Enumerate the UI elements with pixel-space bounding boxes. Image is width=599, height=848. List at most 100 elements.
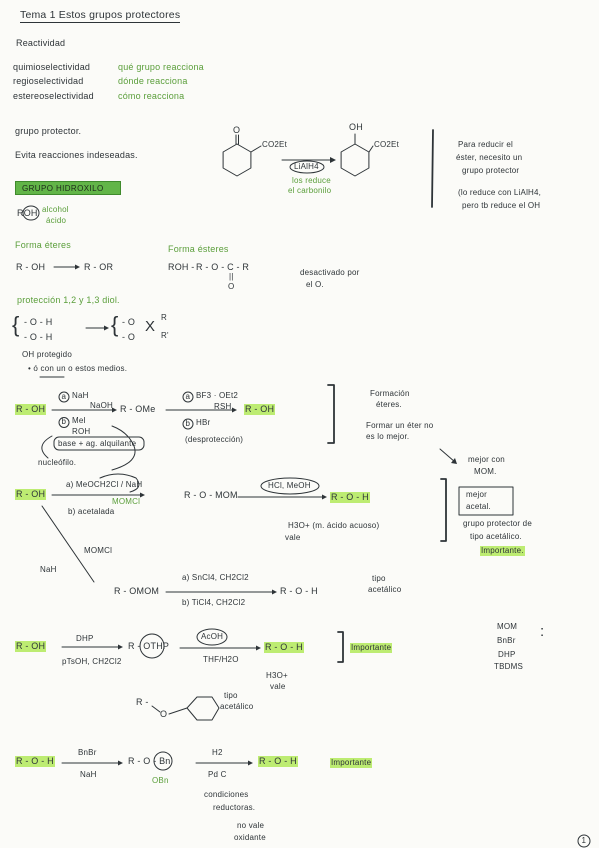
meaning-quimioselectividad: qué grupo reacciona bbox=[118, 62, 204, 72]
curved-arrow-nucleophile bbox=[41, 435, 53, 459]
arrow-head-thp-deprotection bbox=[256, 645, 261, 651]
mom-start: R - OH bbox=[15, 489, 47, 500]
mom-end: R - O - H bbox=[330, 492, 370, 503]
reagent-note-2: el carbonilo bbox=[288, 186, 332, 195]
thp-deprotect-2: THF/H2O bbox=[203, 655, 239, 664]
arrow-head-mom-alt bbox=[272, 589, 277, 595]
benzyl-catalyst: Pd C bbox=[208, 770, 227, 779]
reagent-label: LiAlH4 bbox=[294, 162, 319, 171]
diol-right-1: - O bbox=[122, 317, 136, 327]
methyl-product: R - OMe bbox=[120, 404, 156, 414]
arrow-head-diol bbox=[104, 325, 109, 331]
mom-alt-base: NaH bbox=[40, 565, 57, 574]
mom-alt-type-1: tipo bbox=[372, 574, 386, 583]
benzyl-note-2: reductoras. bbox=[213, 803, 256, 812]
side-note-line-5: pero tb reduce el OH bbox=[462, 201, 541, 210]
ethers-label: Forma éteres bbox=[15, 240, 71, 250]
ester-double-bond: || bbox=[229, 272, 234, 281]
thp-deprotect-1: AcOH bbox=[201, 632, 224, 641]
arrow-head-demethylation bbox=[232, 407, 237, 413]
mom-alt-cond-a: a) SnCl4, CH2Cl2 bbox=[182, 573, 249, 582]
page-number: 1 bbox=[581, 836, 587, 845]
side-note-divider bbox=[431, 129, 434, 208]
bracket-mom bbox=[440, 478, 447, 542]
mom-valid: vale bbox=[285, 533, 301, 542]
mom-alt-start: R - OMOM bbox=[114, 586, 160, 596]
thp-ring bbox=[186, 696, 220, 721]
benzyl-important: Importante bbox=[330, 758, 373, 768]
thp-product: R - OTHP bbox=[128, 641, 170, 651]
thp-end: R - O - H bbox=[264, 642, 304, 653]
thp-reagent: DHP bbox=[76, 634, 94, 643]
methyl-reagent-a2: NaOH bbox=[90, 401, 114, 410]
side-note-line-1: Para reducir el bbox=[458, 140, 514, 149]
hint-arrow-head bbox=[451, 458, 457, 464]
benzyl-h2: H2 bbox=[212, 748, 223, 757]
methyl-label-b: b bbox=[61, 417, 67, 426]
benzyl-end: R - O - H bbox=[258, 756, 298, 767]
arrow-head-mom-deprotection bbox=[322, 494, 327, 500]
mom-alt-type-2: acetálico bbox=[368, 585, 402, 594]
arrow-head-hydrogenolysis bbox=[248, 760, 253, 766]
methyl-mechanism: nucleófilo. bbox=[38, 458, 77, 467]
diol-brace-right: { bbox=[111, 312, 119, 337]
demethyl-label-a: a bbox=[185, 392, 191, 401]
thp-start: R - OH bbox=[15, 641, 47, 652]
acetal-r2: R' bbox=[161, 331, 169, 340]
arrow-head-benzyl bbox=[118, 760, 123, 766]
thp-catalyst: pTsOH, CH2Cl2 bbox=[62, 657, 122, 666]
mom-alt-reagent: MOMCl bbox=[84, 546, 113, 555]
demethyl-note: (desprotección) bbox=[185, 435, 244, 444]
benzyl-base: NaH bbox=[80, 770, 97, 779]
methyl-end: R - OH bbox=[244, 404, 276, 415]
thp-structure-r: R - bbox=[136, 697, 149, 707]
arrow-head-example bbox=[330, 157, 336, 163]
ester-label-left: CO2Et bbox=[262, 140, 288, 149]
ester-oxygen: O bbox=[228, 282, 235, 291]
ethers-comment-2: éteres. bbox=[376, 400, 402, 409]
demethyl-reagent-b: HBr bbox=[196, 418, 211, 427]
thp-type-1: tipo bbox=[224, 691, 238, 700]
ester-bond-left bbox=[250, 145, 262, 153]
ethers-comment-4: es lo mejor. bbox=[366, 432, 410, 441]
mom-alt-cond-b: b) TiCl4, CH2Cl2 bbox=[182, 598, 246, 607]
diol-left-2: - O - H bbox=[24, 332, 53, 342]
diol-right-2: - O bbox=[122, 332, 136, 342]
mom-alt-end: R - O - H bbox=[280, 586, 318, 596]
pg-list-mark: : bbox=[540, 623, 545, 640]
mom-type-note-1: grupo protector de bbox=[463, 519, 532, 528]
mom-hint-2: MOM. bbox=[474, 467, 497, 476]
cyclohexanone-ring bbox=[222, 143, 252, 177]
thp-acid-1: H3O+ bbox=[266, 671, 288, 680]
ethers-start: R - OH bbox=[16, 262, 46, 272]
reactividad-heading: Reactividad bbox=[16, 38, 66, 48]
benzyl-note-3: no vale bbox=[237, 821, 265, 830]
arrow-head-ethers bbox=[75, 264, 80, 270]
pg-list-mom: MOM bbox=[497, 622, 518, 631]
esters-label: Forma ésteres bbox=[168, 244, 229, 254]
mom-box-line-2: acetal. bbox=[466, 502, 491, 511]
mom-acid: H3O+ (m. ácido acuoso) bbox=[288, 521, 380, 530]
roh-note-1: alcohol bbox=[42, 205, 69, 214]
bracket-thp bbox=[337, 631, 344, 663]
thp-acid-2: vale bbox=[270, 682, 286, 691]
mom-reagent-short: MOMCl bbox=[112, 497, 141, 506]
ethers-comment-3: Formar un éter no bbox=[366, 421, 434, 430]
thp-bond-o-ring bbox=[168, 707, 188, 715]
esters-note-2: el O. bbox=[306, 280, 324, 289]
acetal-joint: X bbox=[145, 318, 156, 335]
benzyl-note-4: oxidante bbox=[234, 833, 266, 842]
side-note-line-3: grupo protector bbox=[462, 166, 520, 175]
section-header-label: GRUPO HIDROXILO bbox=[22, 184, 104, 193]
protector-definition: grupo protector. bbox=[15, 126, 82, 136]
alcohol-oh: OH bbox=[349, 122, 363, 132]
mom-product: R - O - MOM bbox=[184, 490, 238, 500]
methyl-reagent-b1: MeI bbox=[72, 416, 86, 425]
pg-list-bnbr: BnBr bbox=[497, 636, 516, 645]
section-header-hydroxyl: GRUPO HIDROXILO bbox=[15, 181, 121, 195]
methyl-start: R - OH bbox=[15, 404, 47, 415]
benzyl-start: R - O - H bbox=[15, 756, 55, 767]
ethers-comment-1: Formación bbox=[370, 389, 410, 398]
cyclohexanol-ring bbox=[340, 143, 370, 177]
